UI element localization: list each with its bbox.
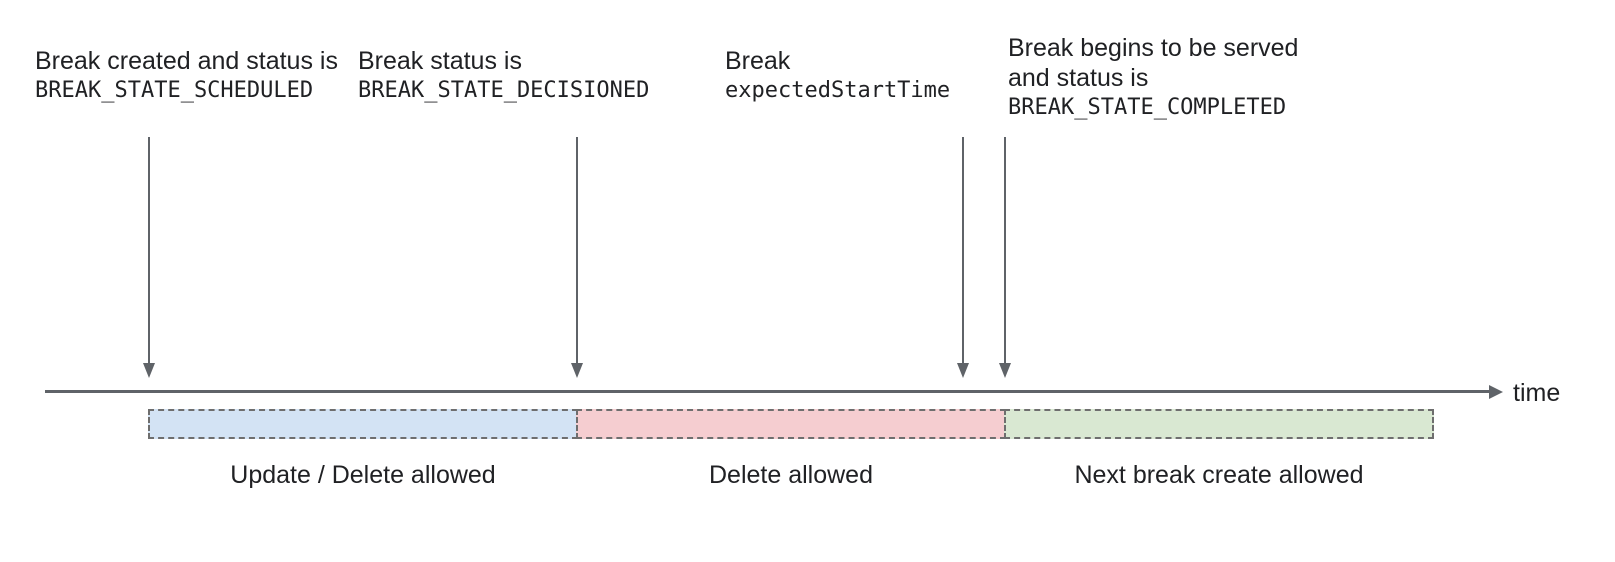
annotation-code: BREAK_STATE_COMPLETED <box>1008 95 1287 120</box>
phase-label-next-break-create-allowed: Next break create allowed <box>1074 461 1364 489</box>
annotation-break-created: Break created and status is BREAK_STATE_… <box>35 46 338 106</box>
down-arrow-expected-start-time <box>957 137 969 378</box>
down-arrow-break-completed <box>999 137 1011 378</box>
down-arrow-break-created <box>143 137 155 378</box>
segment-next-break-create-allowed <box>1004 409 1434 439</box>
annotation-text: and status is <box>1008 64 1149 92</box>
phase-label-update-delete-allowed: Update / Delete allowed <box>230 461 496 489</box>
annotation-text: Break <box>725 47 791 75</box>
down-arrow-break-decisioned <box>571 137 583 378</box>
phase-label-delete-allowed: Delete allowed <box>709 461 873 489</box>
time-axis-label: time <box>1513 379 1561 407</box>
annotation-text: Break begins to be served <box>1008 34 1299 62</box>
annotation-break-completed: Break begins to be served and status is … <box>1008 33 1298 123</box>
annotation-code: expectedStartTime <box>725 78 951 103</box>
segment-delete-allowed <box>576 409 1006 439</box>
segment-update-delete-allowed <box>148 409 578 439</box>
annotation-code: BREAK_STATE_DECISIONED <box>358 78 650 103</box>
annotation-text: Break status is <box>358 47 522 75</box>
annotation-expected-start-time: Break expectedStartTime <box>725 46 950 106</box>
time-axis-arrow <box>45 390 1489 393</box>
annotation-break-decisioned: Break status is BREAK_STATE_DECISIONED <box>358 46 649 106</box>
annotation-code: BREAK_STATE_SCHEDULED <box>35 78 314 103</box>
annotation-text: Break created and status is <box>35 47 338 75</box>
